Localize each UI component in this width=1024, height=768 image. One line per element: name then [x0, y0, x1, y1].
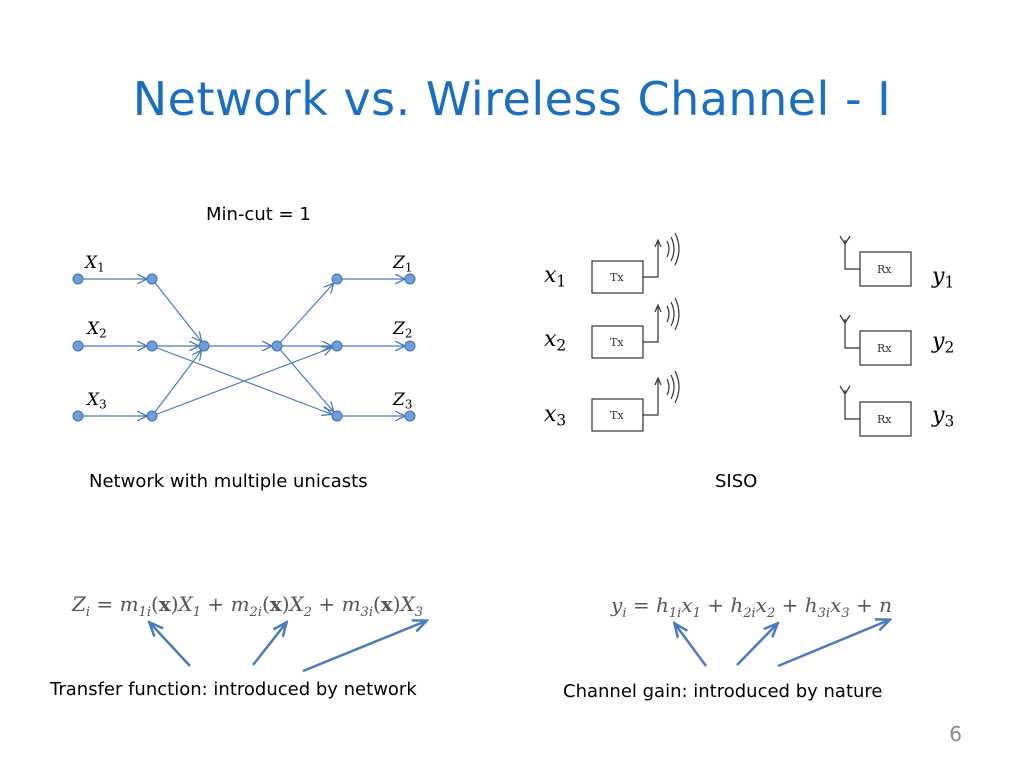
- network-annotation: Transfer function: introduced by network: [50, 679, 417, 700]
- slide-title: Network vs. Wireless Channel - I: [132, 72, 892, 126]
- node: [72, 340, 84, 352]
- network-input-label-2: X2: [87, 319, 107, 341]
- siso-output-label-1: y1: [932, 264, 955, 292]
- siso-caption: SISO: [715, 471, 758, 492]
- edge: [151, 345, 331, 414]
- node: [72, 410, 84, 422]
- receiver-1: Rx: [839, 235, 912, 287]
- arrow-channel-1: [675, 624, 708, 667]
- edge: [276, 284, 333, 347]
- rx-label-2: Rx: [877, 342, 892, 355]
- rx-label-1: Rx: [877, 263, 892, 276]
- network-equation: Zi = m1i(x)X1 + m2i(x)X2 + m3i(x)X3: [72, 592, 424, 620]
- tx-label-1: Tx: [610, 271, 624, 284]
- tx-label-3: Tx: [610, 409, 624, 422]
- node: [146, 410, 158, 422]
- network-output-label-2: Z2: [393, 319, 413, 341]
- edge: [276, 345, 333, 411]
- network-output-label-3: Z3: [393, 390, 413, 412]
- channel-annotation: Channel gain: introduced by nature: [563, 681, 883, 702]
- node: [404, 410, 416, 422]
- node: [331, 340, 343, 352]
- network-output-label-1: Z1: [393, 253, 413, 275]
- edge: [151, 278, 201, 341]
- network-input-label-3: X3: [87, 390, 107, 412]
- node: [331, 410, 343, 422]
- edge: [151, 348, 331, 417]
- channel-equation: yi = h1ix1 + h2ix2 + h3ix3 + n: [611, 593, 893, 621]
- transmitter-1: Tx: [591, 232, 680, 294]
- node: [404, 273, 416, 285]
- node: [271, 340, 283, 352]
- network-caption: Network with multiple unicasts: [89, 471, 368, 492]
- network-edges: [78, 279, 404, 416]
- rx-label-3: Rx: [877, 413, 892, 426]
- siso-input-label-2: x2: [544, 327, 567, 355]
- node: [146, 273, 158, 285]
- node: [72, 273, 84, 285]
- arrow-network-1: [150, 623, 191, 667]
- tx-label-2: Tx: [610, 336, 624, 349]
- node: [146, 340, 158, 352]
- siso-output-label-2: y2: [932, 329, 955, 357]
- tx-group: Tx Tx Tx: [591, 232, 680, 432]
- node: [331, 273, 343, 285]
- node: [404, 340, 416, 352]
- transmitter-2: Tx: [591, 297, 680, 359]
- mincut-label: Min-cut = 1: [206, 204, 311, 225]
- network-nodes: [72, 273, 416, 422]
- arrow-channel-3: [777, 620, 889, 668]
- siso-output-label-3: y3: [932, 403, 955, 431]
- node: [198, 340, 210, 352]
- page-number: 6: [949, 722, 962, 746]
- siso-input-label-3: x3: [544, 402, 567, 430]
- annotation-arrows: [150, 620, 889, 673]
- arrow-channel-2: [736, 624, 777, 666]
- transmitter-3: Tx: [591, 370, 680, 432]
- receiver-2: Rx: [839, 314, 912, 366]
- siso-input-label-1: x1: [544, 263, 567, 291]
- rx-group: Rx Rx Rx: [839, 235, 912, 437]
- network-input-label-1: X1: [85, 253, 105, 275]
- arrow-network-2: [252, 623, 286, 666]
- receiver-3: Rx: [839, 385, 912, 437]
- arrow-network-3: [302, 621, 426, 673]
